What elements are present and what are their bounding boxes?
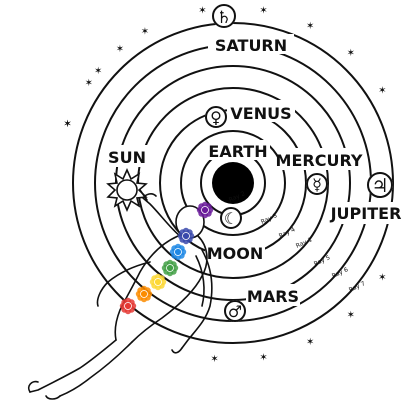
orbit-mercury xyxy=(180,130,286,236)
sun-icon xyxy=(106,168,148,212)
chakra-flower xyxy=(119,297,137,315)
venus-icon: ♀ xyxy=(210,108,222,127)
label-earth: EARTH xyxy=(208,142,267,161)
star-icon: ✶ xyxy=(306,337,314,348)
star-icon: ✶ xyxy=(94,66,102,77)
label-saturn: SATURN xyxy=(215,36,287,55)
star-icon: ✶ xyxy=(63,119,71,130)
saturn-icon: ♄ xyxy=(216,8,231,28)
label-mercury: MERCURY xyxy=(276,151,363,170)
chakra-flower xyxy=(196,201,214,219)
label-jupiter: JUPITER xyxy=(330,204,402,223)
star-icon: ✶ xyxy=(198,6,206,17)
star-icon: ✶ xyxy=(378,272,386,283)
chakras xyxy=(119,201,214,315)
star-icon: ✶ xyxy=(378,86,386,97)
star-icon: ✶ xyxy=(347,48,355,59)
label-sun: SUN xyxy=(108,148,146,167)
star-icon: ✶ xyxy=(347,310,355,321)
ray-label: Ray 7 xyxy=(348,280,367,294)
label-venus: VENUS xyxy=(230,104,291,123)
chakra-flower xyxy=(149,273,167,291)
star-icon: ✶ xyxy=(306,21,314,32)
planet-labels: SATURN VENUS EARTH MERCURY SUN JUPITER M… xyxy=(108,36,401,306)
star-icon: ✶ xyxy=(259,352,267,363)
star-icon: ✶ xyxy=(141,27,149,38)
chakra-flower xyxy=(135,285,153,303)
chakra-flower xyxy=(161,259,179,277)
star-field: ✶✶✶✶✶✶✶✶✶✶✶✶✶✶✶✶ xyxy=(63,6,386,365)
moon-icon: ☾ xyxy=(224,209,238,228)
label-mars: MARS xyxy=(247,287,299,306)
earth-sphere xyxy=(212,162,254,204)
chakra-flower xyxy=(177,227,195,245)
star-icon: ✶ xyxy=(259,6,267,17)
star-icon: ✶ xyxy=(116,44,124,55)
ray-label: Ray 1 xyxy=(295,236,314,250)
star-icon: ✶ xyxy=(210,354,218,365)
ray-label: Ray 4 xyxy=(278,226,297,240)
mercury-icon: ☿ xyxy=(312,175,322,194)
star-icon: ✶ xyxy=(63,119,71,130)
mars-icon: ♂ xyxy=(228,302,242,321)
ray-label: Ray 3 xyxy=(260,212,279,226)
planet-symbols: ♄ ♀ ☿ ♃ ☾ ♂ xyxy=(205,4,393,322)
ray-label: Ray 6 xyxy=(331,266,350,280)
label-moon: MOON xyxy=(207,244,264,263)
star-icon: ✶ xyxy=(85,78,93,89)
chakra-flower xyxy=(169,243,187,261)
ray-label: Ray 5 xyxy=(313,254,332,268)
jupiter-icon: ♃ xyxy=(371,175,388,197)
human-figure xyxy=(27,189,213,400)
